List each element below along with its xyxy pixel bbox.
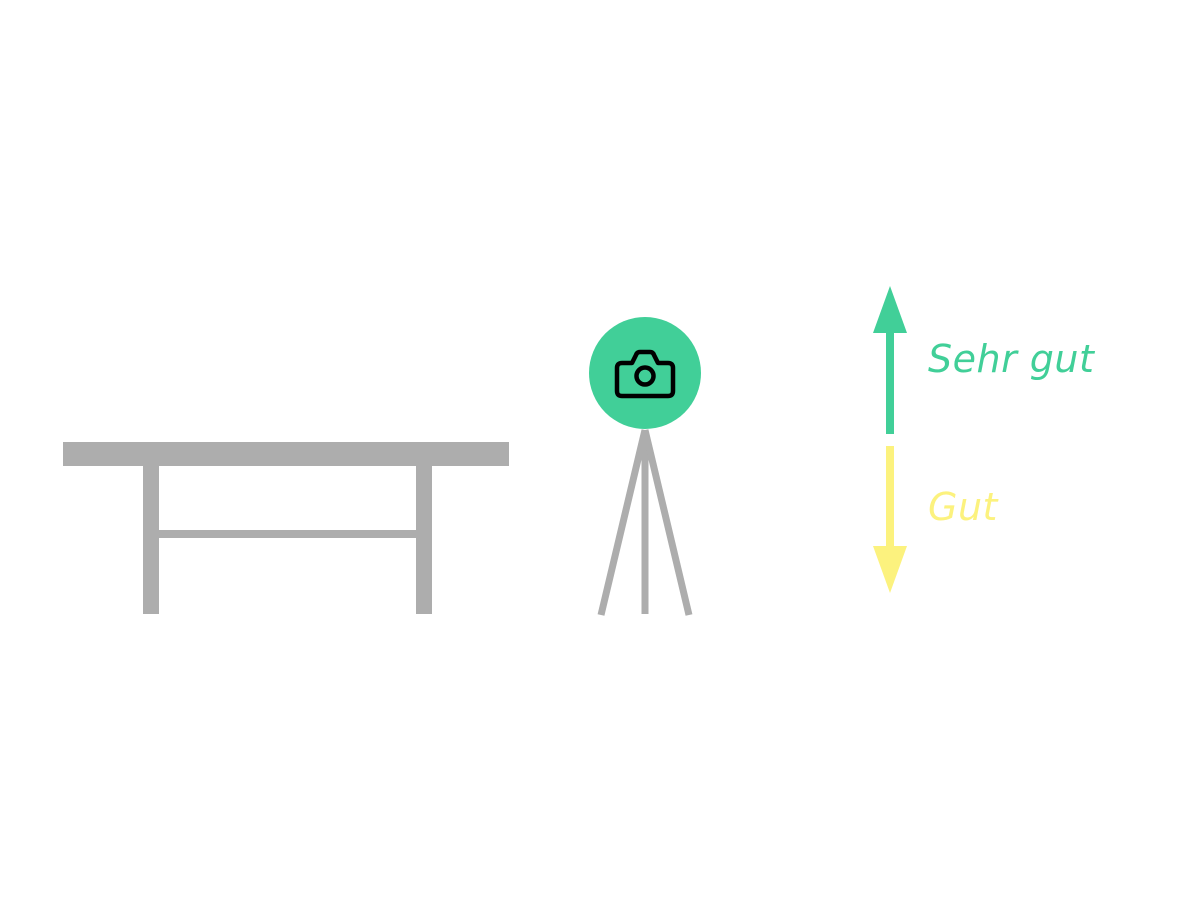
- camera-circle: [589, 317, 701, 429]
- arrow-up-icon: [873, 286, 907, 434]
- tripod: [597, 429, 693, 616]
- table: [63, 442, 509, 614]
- tripod-leg-left: [597, 429, 649, 616]
- table-leg-right: [416, 466, 432, 614]
- tripod-leg-right: [641, 429, 693, 616]
- table-crossbar: [159, 530, 416, 538]
- camera-icon: [614, 349, 676, 399]
- table-leg-left: [143, 466, 159, 614]
- label-very-good: Sehr gut: [928, 337, 1095, 381]
- label-good: Gut: [928, 485, 998, 529]
- arrow-down-icon: [873, 446, 907, 593]
- table-top: [63, 442, 509, 466]
